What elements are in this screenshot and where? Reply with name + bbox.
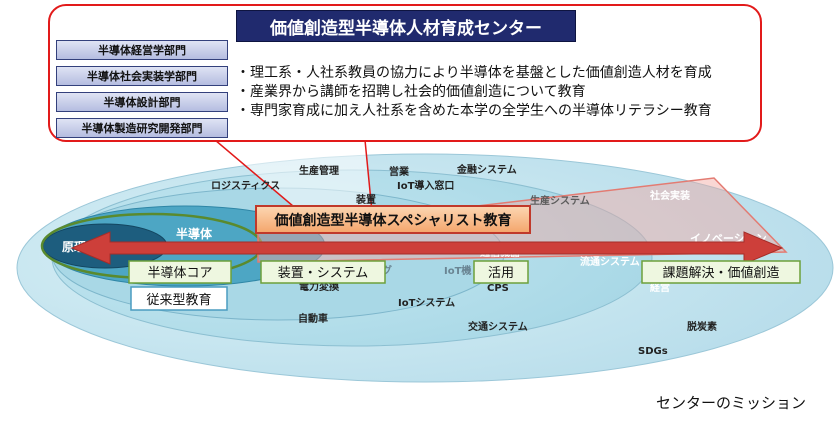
- field-label: IoT機: [444, 264, 471, 277]
- field-label: 脱炭素: [687, 320, 717, 333]
- stage-equipment-system-box: [260, 260, 386, 284]
- field-label: 営業: [389, 165, 410, 178]
- field-label: 経営: [650, 281, 670, 294]
- field-label: IoT導入窓口: [397, 179, 454, 192]
- traditional-education-box: [130, 286, 228, 311]
- field-label: 生産システム: [530, 194, 590, 207]
- stage-semiconductor-core-label: 半導体コア: [147, 266, 212, 281]
- stage-semiconductor-core-box: [128, 260, 232, 284]
- field-label: 社会実装: [649, 189, 690, 202]
- field-label: 生産管理: [299, 164, 339, 177]
- field-label: 流通システム: [580, 255, 640, 268]
- field-label: SDGs: [638, 346, 668, 357]
- field-label: 装置: [355, 193, 376, 206]
- stage-utilization-label: 活用: [488, 266, 514, 281]
- field-label: CPS: [487, 283, 509, 294]
- dept-manufacturing-rd: 半導体製造研究開発部門: [56, 118, 228, 138]
- dept-management: 半導体経営学部門: [56, 40, 228, 60]
- center-title: 価値創造型半導体人材育成センター: [236, 10, 576, 42]
- field-label: 交通システム: [468, 320, 528, 333]
- field-label: 金融システム: [456, 163, 517, 176]
- specialist-education-box: [255, 205, 531, 234]
- traditional-education-label: 従来型教育: [146, 292, 211, 308]
- bullet-3: ・専門家育成に加え人社系を含めた本学の全学生への半導体リテラシー教育: [236, 103, 712, 119]
- specialist-education-label: 価値創造型半導体スペシャリスト教育: [273, 212, 511, 229]
- double-arrow: [70, 231, 784, 265]
- field-label: 自動車: [298, 312, 328, 325]
- dept-social-implementation: 半導体社会実装学部門: [56, 66, 228, 86]
- bullet-1: ・理工系・人社系教員の協力により半導体を基盤とした価値創造人材を育成: [236, 65, 712, 81]
- stage-problem-solving-box: [641, 260, 801, 284]
- semiconductor-label: 半導体: [176, 226, 213, 241]
- field-label: IoTシステム: [398, 297, 455, 309]
- field-label: ロジスティクス: [211, 180, 280, 192]
- bullet-2: ・産業界から講師を招聘し社会的価値創造について教育: [236, 84, 586, 100]
- stage-equipment-system-label: 装置・システム: [278, 266, 369, 281]
- mission-caption: センターのミッション: [656, 394, 807, 412]
- stage-utilization-box: [473, 260, 529, 284]
- dept-design: 半導体設計部門: [56, 92, 228, 112]
- stage-problem-solving-label: 課題解決・価値創造: [662, 265, 779, 281]
